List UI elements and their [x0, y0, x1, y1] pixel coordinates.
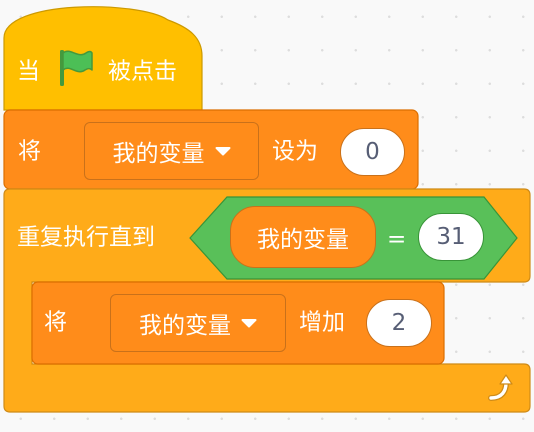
variable-reporter[interactable]: 我的变量 [230, 206, 376, 268]
change-label: 将 [44, 309, 67, 336]
change-action-label: 增加 [299, 309, 345, 336]
dropdown-caret-icon[interactable] [241, 318, 257, 328]
condition-value-input[interactable]: 31 [418, 213, 484, 261]
change-variable-dropdown[interactable]: 我的变量 [110, 294, 286, 352]
set-variable-name: 我的变量 [112, 141, 205, 167]
hat-prefix-label: 当 [17, 58, 40, 85]
set-value-input[interactable]: 0 [340, 128, 405, 176]
dropdown-caret-icon[interactable] [215, 146, 231, 156]
equals-operator-label: = [387, 226, 407, 253]
when-flag-clicked-block[interactable] [3, 6, 203, 111]
loop-arrow-icon [488, 374, 513, 401]
change-value-input[interactable]: 2 [366, 299, 432, 347]
hat-suffix-label: 被点击 [108, 58, 177, 85]
set-label: 将 [18, 138, 41, 165]
set-action-label: 设为 [272, 138, 318, 165]
repeat-until-label: 重复执行直到 [17, 224, 155, 251]
set-variable-dropdown[interactable]: 我的变量 [84, 122, 259, 180]
green-flag-icon [60, 50, 93, 86]
change-variable-name: 我的变量 [139, 313, 231, 339]
